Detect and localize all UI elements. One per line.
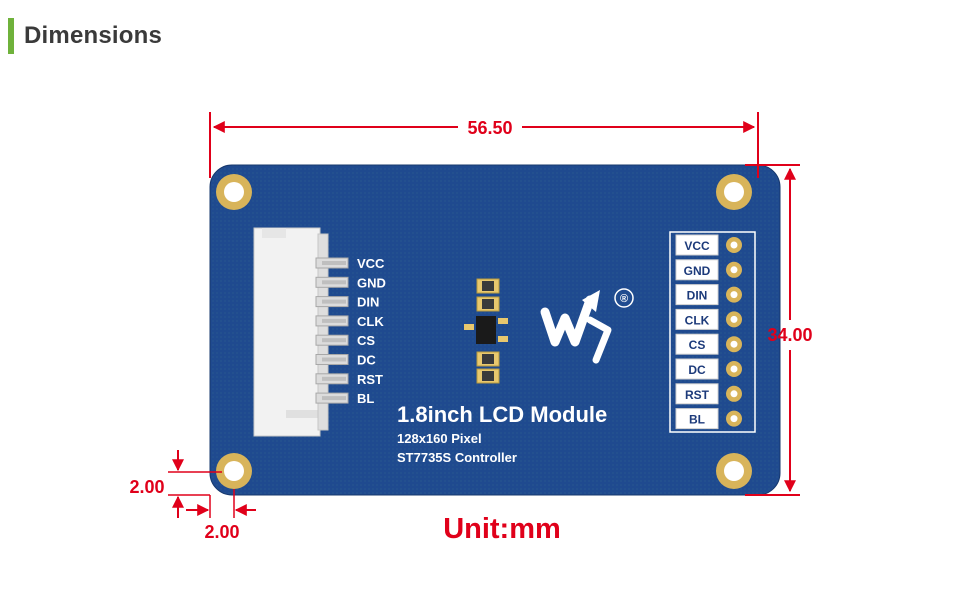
smd-components (464, 278, 508, 384)
header-pin-label: BL (689, 413, 705, 427)
mounting-hole-top-right (716, 174, 752, 210)
pin-header-frame (669, 231, 756, 433)
section-header: Dimensions (8, 18, 162, 54)
header-pin-cs: CS (675, 333, 742, 355)
height-label: 34.00 (767, 325, 812, 345)
header-pin-label: DC (688, 363, 706, 377)
hole-offset-y-label: 2.00 (129, 477, 164, 497)
connector-pin-vcc: VCC (315, 256, 385, 271)
board-title: 1.8inch LCD Module (397, 402, 607, 427)
header-pin-bl: BL (675, 408, 742, 430)
connector-pin-label: DIN (357, 295, 379, 310)
connector-pin-cs: CS (315, 333, 375, 348)
header-pin-label: DIN (687, 289, 708, 303)
mounting-hole-bottom-left (216, 453, 252, 489)
connector-pin-label: VCC (357, 256, 385, 271)
connector-pin-label: GND (357, 275, 386, 290)
connector-pin-label: BL (357, 391, 374, 406)
header-pin-dc: DC (675, 358, 742, 380)
header-pin-label: CS (689, 338, 706, 352)
width-dimension: 56.50 (209, 112, 759, 178)
hole-offset-x-label: 2.00 (204, 522, 239, 542)
connector-pin-label: RST (357, 372, 383, 387)
connector-pin-bl: BL (315, 391, 374, 406)
hole-offset-y-dimension: 2.00 (129, 450, 222, 518)
header-pin-gnd: GND (675, 259, 742, 281)
header-pin-din: DIN (675, 284, 742, 306)
header-pin-vcc: VCC (675, 234, 742, 256)
board-subtitle-controller: ST7735S Controller (397, 450, 517, 465)
mounting-holes (216, 174, 752, 489)
connector-pin-din: DIN (315, 295, 379, 310)
header-pin-label: CLK (685, 313, 710, 327)
header-accent-bar (8, 18, 14, 54)
connector-pin-dc: DC (315, 353, 376, 368)
connector-pin-gnd: GND (315, 275, 386, 290)
mounting-hole-bottom-right (716, 453, 752, 489)
board-subtitle-pixels: 128x160 Pixel (397, 431, 482, 446)
header-pin-rst: RST (675, 383, 742, 405)
connector-pin-label: DC (357, 353, 376, 368)
connector-pins: VCC GND DIN CLK CS DC RST BL (315, 256, 386, 406)
header-pin-label: GND (684, 264, 711, 278)
hole-offset-x-dimension: 2.00 (186, 489, 256, 542)
connector-pin-label: CLK (357, 314, 384, 329)
header-pin-clk: CLK (675, 308, 742, 330)
side-connector: VCC GND DIN CLK CS DC RST BL (253, 227, 386, 437)
unit-label: Unit:mm (443, 513, 561, 545)
connector-pin-clk: CLK (315, 314, 384, 329)
waveshare-logo: ® (540, 288, 634, 364)
connector-pin-rst: RST (315, 372, 383, 387)
registered-mark: ® (620, 293, 628, 305)
page-title: Dimensions (24, 22, 163, 49)
pin-header: VCC GND DIN CLK CS DC RST BL (669, 231, 756, 433)
connector-pin-label: CS (357, 333, 375, 348)
header-pin-label: RST (685, 388, 710, 402)
header-pin-label: VCC (684, 239, 710, 253)
width-label: 56.50 (467, 118, 512, 138)
mounting-hole-top-left (216, 174, 252, 210)
height-dimension: 34.00 (745, 164, 813, 496)
